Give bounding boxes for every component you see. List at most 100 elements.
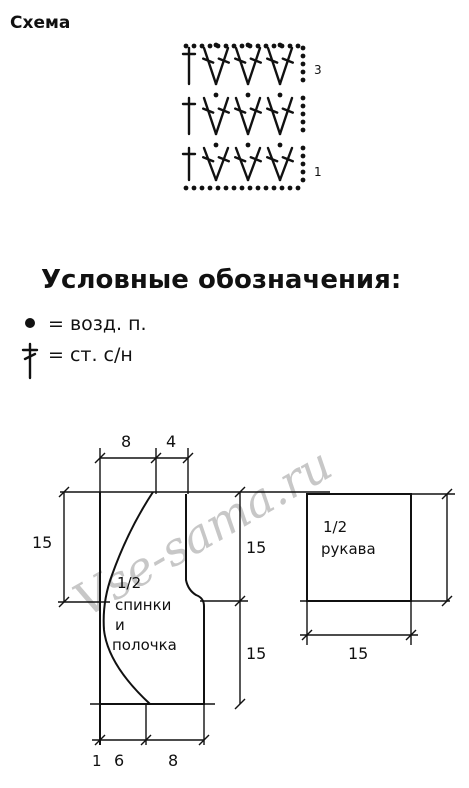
double-crochet-crossbar [201,155,215,163]
double-crochet-symbol-icon [21,342,39,380]
body-label-line2: спинки [115,596,171,614]
chain-stitch-dot [231,43,237,49]
double-crochet-stitch [278,46,294,86]
body-left-dimension [58,486,110,608]
chain-stitch-dot [295,43,301,49]
legend-item-chain: = возд. п. [48,313,147,335]
double-crochet-crossbar [249,57,262,64]
chain-stitch-dot [191,43,197,49]
double-crochet-stitch [234,146,250,182]
dim-bottom-3: 8 [168,751,178,770]
double-crochet-stitch [246,96,262,136]
chain-stitch-dot [271,43,277,49]
crochet-chart [181,42,306,191]
double-crochet-crossbar [281,107,294,114]
scheme-title: Схема [10,13,70,33]
chain-stitch-dot [287,43,293,49]
chain-stitch-dot [183,185,189,191]
chain-stitch-dot [300,127,306,133]
body-label-fraction: 1/2 [117,574,141,592]
double-crochet-stitch [246,46,262,86]
double-crochet-crossbar [249,107,262,114]
sleeve-bottom-dimension [300,601,418,645]
double-crochet-crossbar [281,57,294,64]
chain-stitch-dot [300,177,306,183]
dim-top-right: 4 [166,432,176,451]
chain-stitch-dot [300,77,306,83]
double-crochet-crossbar [249,155,262,163]
chain-stitch-dot [199,185,205,191]
double-crochet-stitch [214,46,230,86]
chain-stitch-dot [300,53,306,59]
double-crochet-stitch [202,96,218,136]
body-label-line4: полочка [112,636,177,654]
dim-top-left: 8 [121,432,131,451]
double-crochet-stitch [214,96,230,136]
double-crochet-crossbar [217,107,231,114]
double-crochet-crossbar [281,155,294,163]
double-crochet-stitch [266,96,282,136]
sleeve-label-fraction: 1/2 [323,518,347,536]
chain-stitch-dot [245,92,251,98]
row-number-bottom: 1 [314,165,322,179]
chain-stitch-dot [277,92,283,98]
chain-stitch-dot [247,43,253,49]
double-crochet-crossbar [233,57,247,64]
double-crochet-stitch [278,146,294,182]
chain-stitch-dot [239,43,245,49]
chain-stitch-dot [300,95,306,101]
chain-stitch-dot [213,142,219,148]
chain-stitch-dot [223,185,229,191]
dim-bottom-2: 6 [114,751,124,770]
double-crochet-stitch [266,146,282,182]
dim-sleeve-bottom: 15 [348,644,368,663]
chain-stitch-dot [213,92,219,98]
chain-stitch-dot [255,185,261,191]
dim-left-height: 15 [32,533,52,552]
row-number-top: 3 [314,63,322,77]
chain-stitch-dot [255,43,261,49]
chain-stitch-dot [247,185,253,191]
chain-stitch-dot [300,169,306,175]
chain-stitch-dot [300,45,306,51]
chain-stitch-dot [183,43,189,49]
body-bottom-dimension [92,704,210,746]
body-top-dimension [94,448,194,494]
chain-stitch-dot [279,43,285,49]
double-crochet-crossbar [217,155,231,163]
double-crochet-crossbar [201,57,215,64]
double-crochet-crossbar [266,155,279,163]
chain-stitch-dot [300,119,306,125]
chain-stitch-dot [199,43,205,49]
chain-stitch-dot [300,69,306,75]
chain-stitch-dot [191,185,197,191]
dim-right-lower: 15 [246,644,266,663]
double-crochet-crossbar [266,107,279,114]
chain-stitch-dot [295,185,301,191]
chain-stitch-dot [231,185,237,191]
chain-stitch-dot [300,161,306,167]
sleeve-label-line2: рукава [321,540,376,558]
double-crochet-crossbar [233,155,247,163]
sleeve-pattern-piece [300,493,455,602]
double-crochet-stitch [234,96,250,136]
dot-symbol-icon [25,318,35,328]
double-crochet-stitch [202,46,218,86]
chain-stitch-dot [300,111,306,117]
legend-heading: Условные обозначения: [41,265,401,295]
dim-right-upper: 15 [246,538,266,557]
body-label-line3: и [115,616,125,634]
chain-stitch-dot [263,43,269,49]
double-crochet-stitch [278,96,294,136]
chain-stitch-dot [300,145,306,151]
chain-stitch-dot [223,43,229,49]
chain-stitch-dot [277,142,283,148]
double-crochet-stitch [234,46,250,86]
dim-bottom-1: 1 [92,752,102,770]
double-crochet-crossbar [217,57,231,64]
chain-stitch-dot [215,43,221,49]
double-crochet-stitch [246,146,262,182]
double-crochet-stitch [266,46,282,86]
chain-stitch-dot [263,185,269,191]
